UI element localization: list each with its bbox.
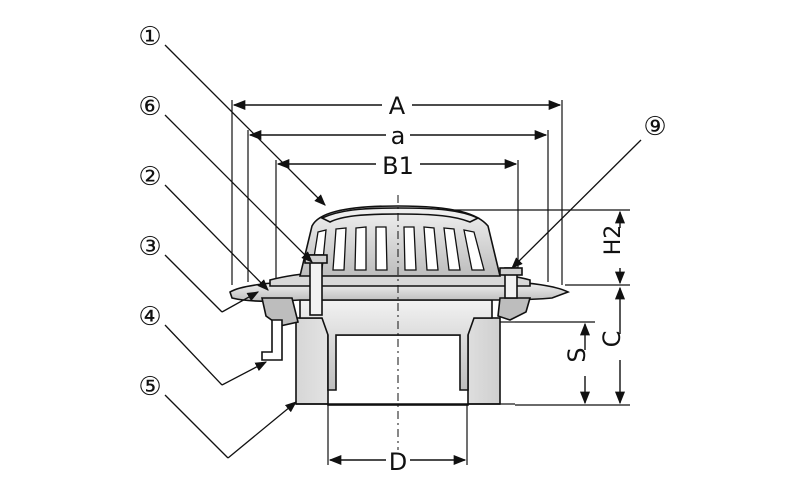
callout-2: ② [138,162,161,192]
leader-lines [164,44,642,459]
callout-3: ③ [138,232,161,262]
label-a: a [391,122,406,150]
dome-strainer [298,205,502,277]
label-C: C [598,331,626,348]
bolts [261,254,523,361]
drain-body [299,299,493,391]
label-A: A [389,92,406,120]
callouts: ① ⑥ ② ③ ④ ⑤ ⑨ [138,22,666,402]
dimension-labels: A a B1 H2 C S D [376,92,631,476]
label-H2: H2 [601,225,626,256]
callout-9: ⑨ [643,112,666,142]
label-D: D [389,448,407,476]
label-S: S [563,347,591,362]
callout-4: ④ [138,302,161,332]
bolt-left [309,254,323,316]
strainer-slots [311,226,485,271]
extension-lines [231,100,630,465]
clamp-hook [261,319,283,361]
callout-5: ⑤ [138,372,161,402]
label-B1: B1 [382,152,414,180]
callout-1: ① [138,22,161,52]
callout-6: ⑥ [138,92,161,122]
